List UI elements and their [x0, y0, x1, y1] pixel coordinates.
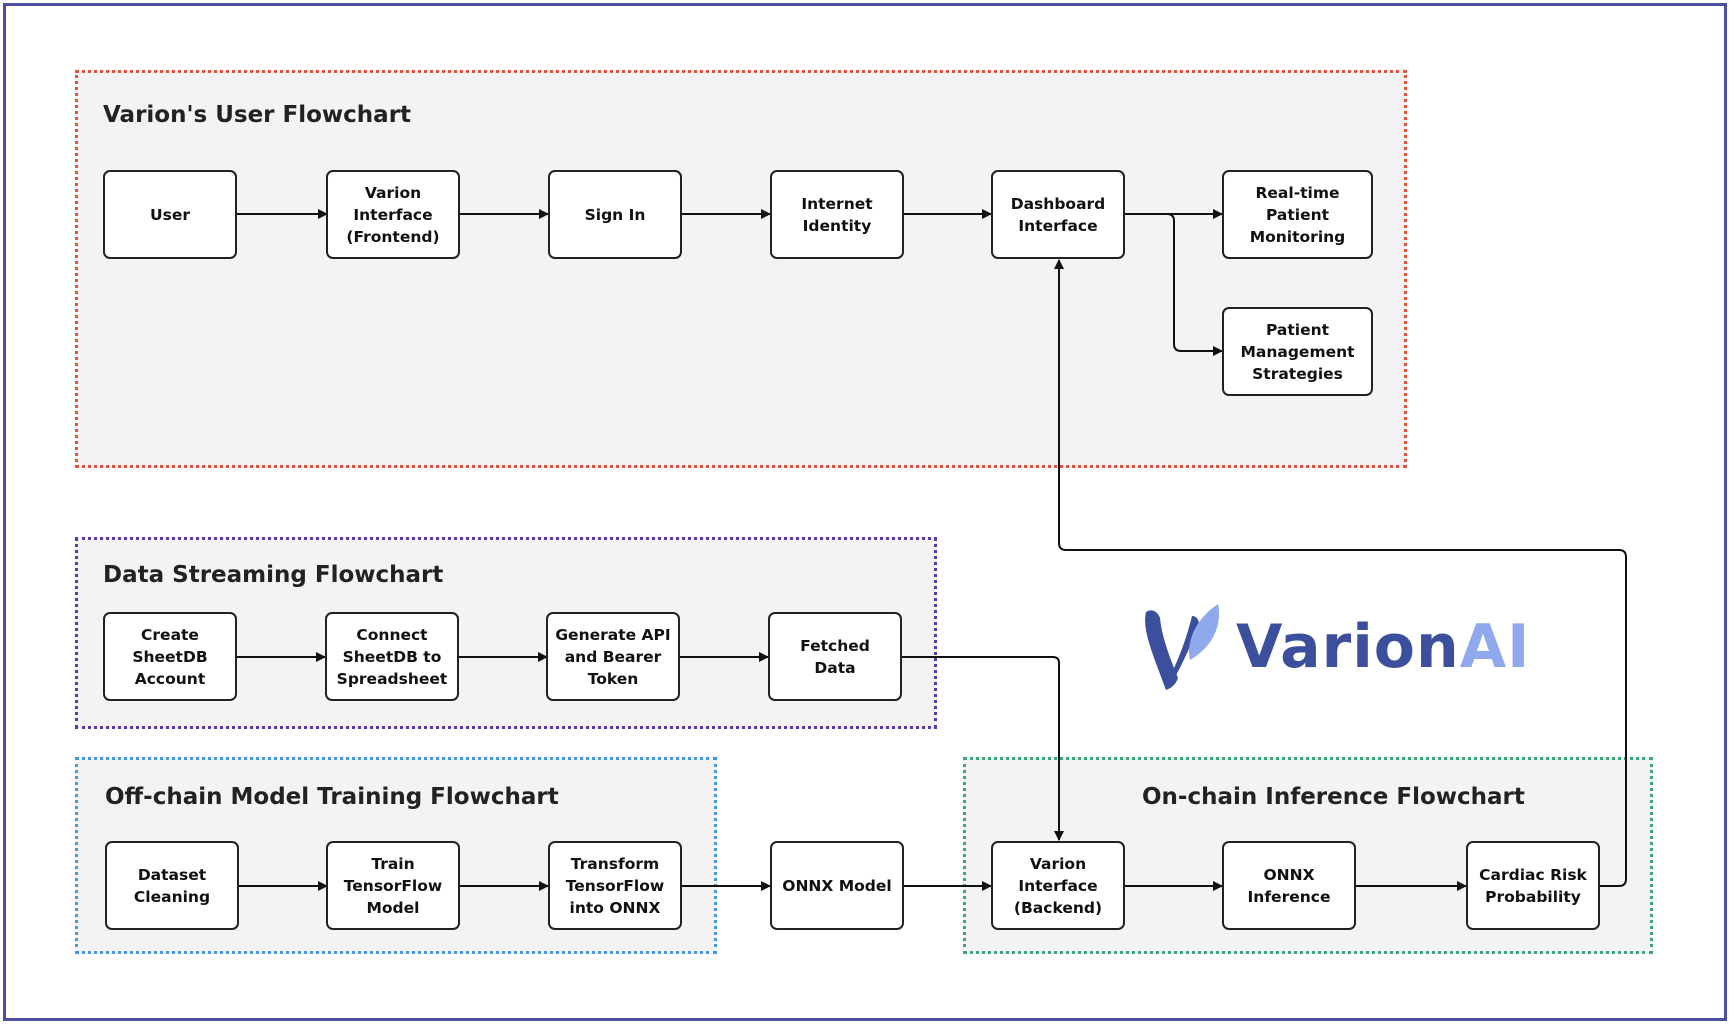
node-user: User [103, 170, 237, 259]
group-title-stream: Data Streaming Flowchart [103, 562, 444, 588]
node-frontend: Varion Interface (Frontend) [326, 170, 460, 259]
varion-logo-text: VarionAI [1236, 612, 1531, 682]
varion-logo-icon [1145, 604, 1219, 690]
arrow-fetched-backend [901, 656, 1064, 841]
node-signin: Sign In [548, 170, 682, 259]
diagram-frame [3, 3, 1727, 1021]
node-internet-identity: Internet Identity [770, 170, 904, 259]
node-dataset-cleaning: Dataset Cleaning [105, 841, 239, 930]
node-monitoring: Real-time Patient Monitoring [1222, 170, 1373, 259]
group-title-chain: On-chain Inference Flowchart [1142, 784, 1525, 810]
node-onnx-inference: ONNX Inference [1222, 841, 1356, 930]
logo-text-varion: Varion [1236, 612, 1460, 682]
node-dashboard: Dashboard Interface [991, 170, 1125, 259]
node-backend: Varion Interface (Backend) [991, 841, 1125, 930]
logo-text-ai: AI [1459, 612, 1531, 682]
arrow-cardiac-dashboard [1054, 259, 1627, 887]
group-title-user: Varion's User Flowchart [103, 102, 412, 128]
node-generate-token: Generate API and Bearer Token [546, 612, 680, 701]
arrow-dashboard-management [1125, 213, 1223, 356]
node-create-sheetdb: Create SheetDB Account [103, 612, 237, 701]
node-train-model: Train TensorFlow Model [326, 841, 460, 930]
node-transform-onnx: Transform TensorFlow into ONNX [548, 841, 682, 930]
node-fetched-data: Fetched Data [768, 612, 902, 701]
node-cardiac-risk: Cardiac Risk Probability [1466, 841, 1600, 930]
node-management: Patient Management Strategies [1222, 307, 1373, 396]
node-connect-sheetdb: Connect SheetDB to Spreadsheet [325, 612, 459, 701]
node-onnx-model: ONNX Model [770, 841, 904, 930]
group-title-train: Off-chain Model Training Flowchart [105, 784, 559, 810]
group-user-flowchart [75, 70, 1407, 468]
